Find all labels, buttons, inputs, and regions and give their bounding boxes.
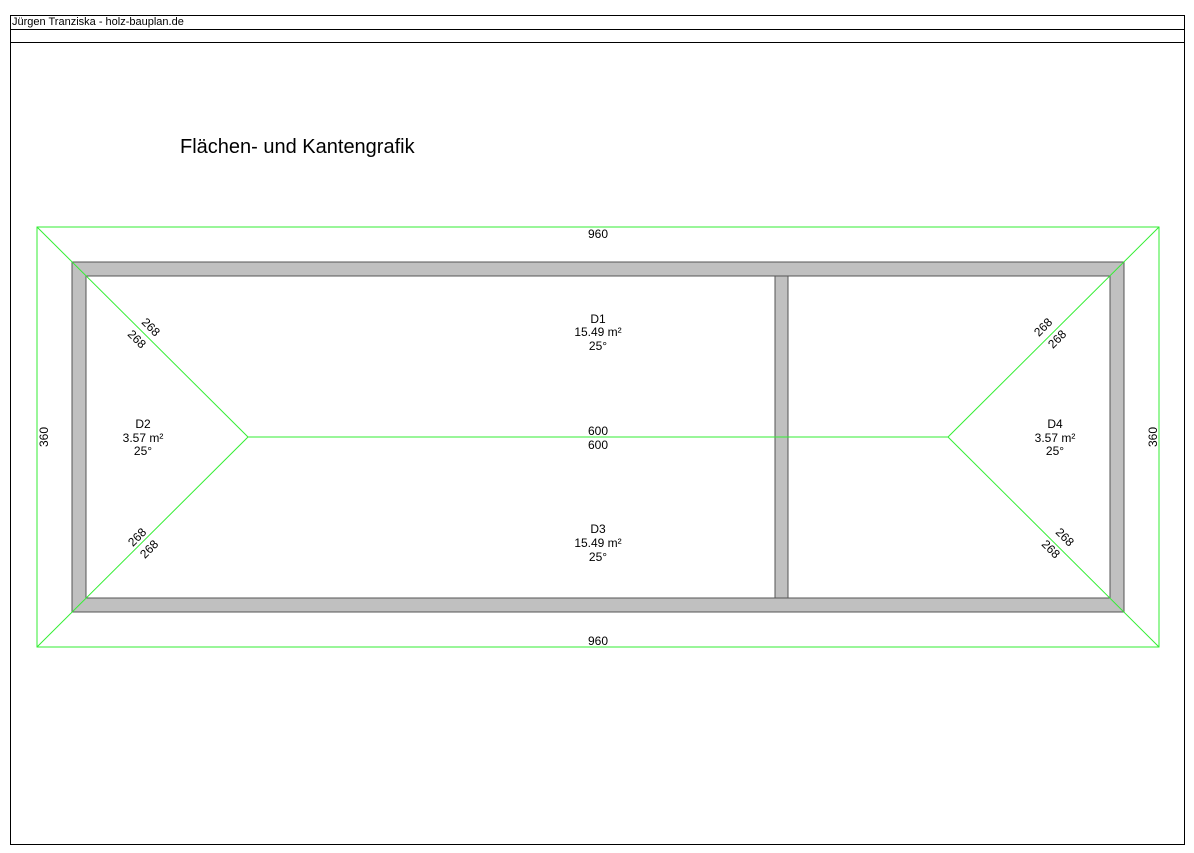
- face-d2: D2 3.57 m² 25°: [123, 417, 164, 458]
- face-d1: D1 15.49 m² 25°: [574, 312, 621, 353]
- author-label: Jürgen Tranziska - holz-bauplan.de: [12, 16, 184, 28]
- dimension-labels: 960 960 360 360 600 600 268 268 268 268 …: [37, 227, 1160, 648]
- dim-top: 960: [588, 227, 608, 241]
- hip-line-bottom-right: [947, 436, 1160, 648]
- face-d2-angle: 25°: [134, 444, 152, 458]
- face-d3: D3 15.49 m² 25°: [574, 522, 621, 564]
- face-d3-angle: 25°: [589, 550, 607, 564]
- hip-line-bottom-left: [36, 436, 249, 648]
- eave-outline: [36, 226, 1160, 648]
- face-d4-name: D4: [1047, 417, 1063, 431]
- face-d1-angle: 25°: [589, 339, 607, 353]
- roof-edges: [36, 226, 1160, 648]
- dim-bottom: 960: [588, 634, 608, 648]
- face-d1-name: D1: [590, 312, 606, 326]
- page-title: Flächen- und Kantengrafik: [180, 136, 415, 158]
- dim-ridge-upper: 600: [588, 424, 608, 438]
- header-row: Jürgen Tranziska - holz-bauplan.de: [11, 16, 1184, 30]
- face-d4: D4 3.57 m² 25°: [1035, 417, 1076, 458]
- face-d3-name: D3: [590, 522, 606, 536]
- dim-right: 360: [1146, 427, 1160, 447]
- drawing-frame: Jürgen Tranziska - holz-bauplan.de: [10, 15, 1185, 845]
- face-d4-angle: 25°: [1046, 444, 1064, 458]
- face-d2-area: 3.57 m²: [123, 431, 164, 445]
- header-row-empty: [11, 30, 1184, 43]
- face-d2-name: D2: [135, 417, 151, 431]
- dim-ridge-lower: 600: [588, 438, 608, 452]
- face-d1-area: 15.49 m²: [574, 325, 621, 339]
- face-d3-area: 15.49 m²: [574, 536, 621, 550]
- hip-line-top-left: [36, 226, 249, 438]
- dim-left: 360: [37, 427, 51, 447]
- hip-line-top-right: [947, 226, 1160, 438]
- face-d4-area: 3.57 m²: [1035, 431, 1076, 445]
